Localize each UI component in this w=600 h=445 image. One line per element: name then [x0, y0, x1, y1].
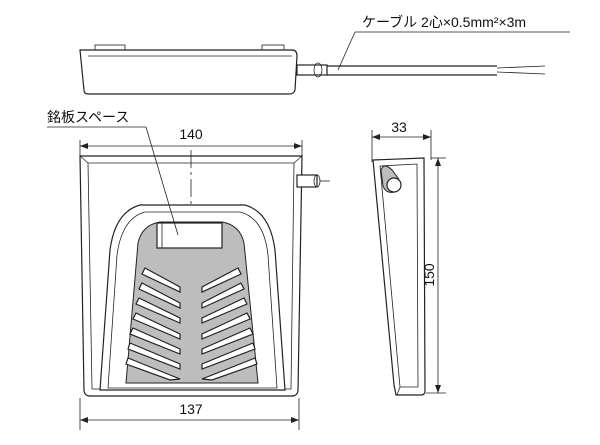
- pedal-inner-frame: [87, 162, 295, 390]
- chevron-left: [132, 312, 181, 340]
- top-tab-left: [94, 44, 126, 51]
- pedal-top-profile: [79, 49, 298, 95]
- dim-width-top: 140: [179, 126, 203, 142]
- cable-wire-1: [496, 65, 546, 69]
- dim-137-arrow-right: [291, 417, 299, 423]
- chevron-left: [127, 342, 181, 370]
- grip-chevrons-right: [201, 267, 258, 381]
- cable-wire-2: [496, 71, 546, 75]
- frame-corner-tr: [293, 155, 303, 164]
- side-view: 33 150: [371, 119, 446, 396]
- top-view: ケーブル 2心×0.5mm²×3m: [79, 14, 570, 95]
- chevron-left: [138, 282, 181, 309]
- side-body-inner: [379, 163, 419, 388]
- dim-150-arrow-top: [435, 158, 441, 166]
- dim-height: 150: [421, 263, 437, 287]
- cable-leader: [337, 31, 356, 71]
- frame-corner-tl: [79, 155, 89, 164]
- grip-chevrons-left: [125, 267, 181, 381]
- chevron-left: [135, 297, 181, 324]
- chevron-left: [129, 327, 181, 355]
- chevron-left: [125, 357, 181, 381]
- chevron-right: [201, 357, 258, 381]
- dim-33-arrow-right: [423, 134, 431, 140]
- dim-137-arrow-left: [80, 417, 88, 423]
- side-cable-end: [386, 177, 402, 193]
- dim-33-arrow-left: [372, 134, 380, 140]
- dim-140-arrow-left: [80, 143, 88, 149]
- chevron-right: [201, 297, 248, 324]
- side-body: [372, 157, 426, 396]
- chevron-right: [201, 267, 242, 293]
- dim-140-arrow-right: [294, 143, 302, 149]
- front-view: 140: [47, 109, 330, 430]
- top-tab-right: [261, 44, 285, 51]
- chevron-left: [141, 267, 181, 293]
- pedal-plate-inner: [107, 211, 278, 389]
- dim-width-bottom: 137: [179, 401, 203, 417]
- cable-bushing: [296, 64, 328, 76]
- side-foot-line: [396, 386, 401, 396]
- cable-bushing-end: [313, 62, 323, 78]
- cable-label: ケーブル 2心×0.5mm²×3m: [362, 14, 526, 30]
- nameplate-space: [156, 222, 223, 249]
- chevron-right: [201, 312, 251, 340]
- front-cable-stub: [296, 174, 318, 188]
- nameplate-label: 銘板スペース: [47, 109, 129, 125]
- nameplate-leader: [145, 126, 179, 236]
- chevron-right: [201, 342, 256, 370]
- dim-depth: 33: [391, 119, 407, 135]
- dim-150-arrow-bottom: [435, 385, 441, 393]
- chevron-right: [201, 282, 245, 309]
- chevron-right: [201, 327, 254, 355]
